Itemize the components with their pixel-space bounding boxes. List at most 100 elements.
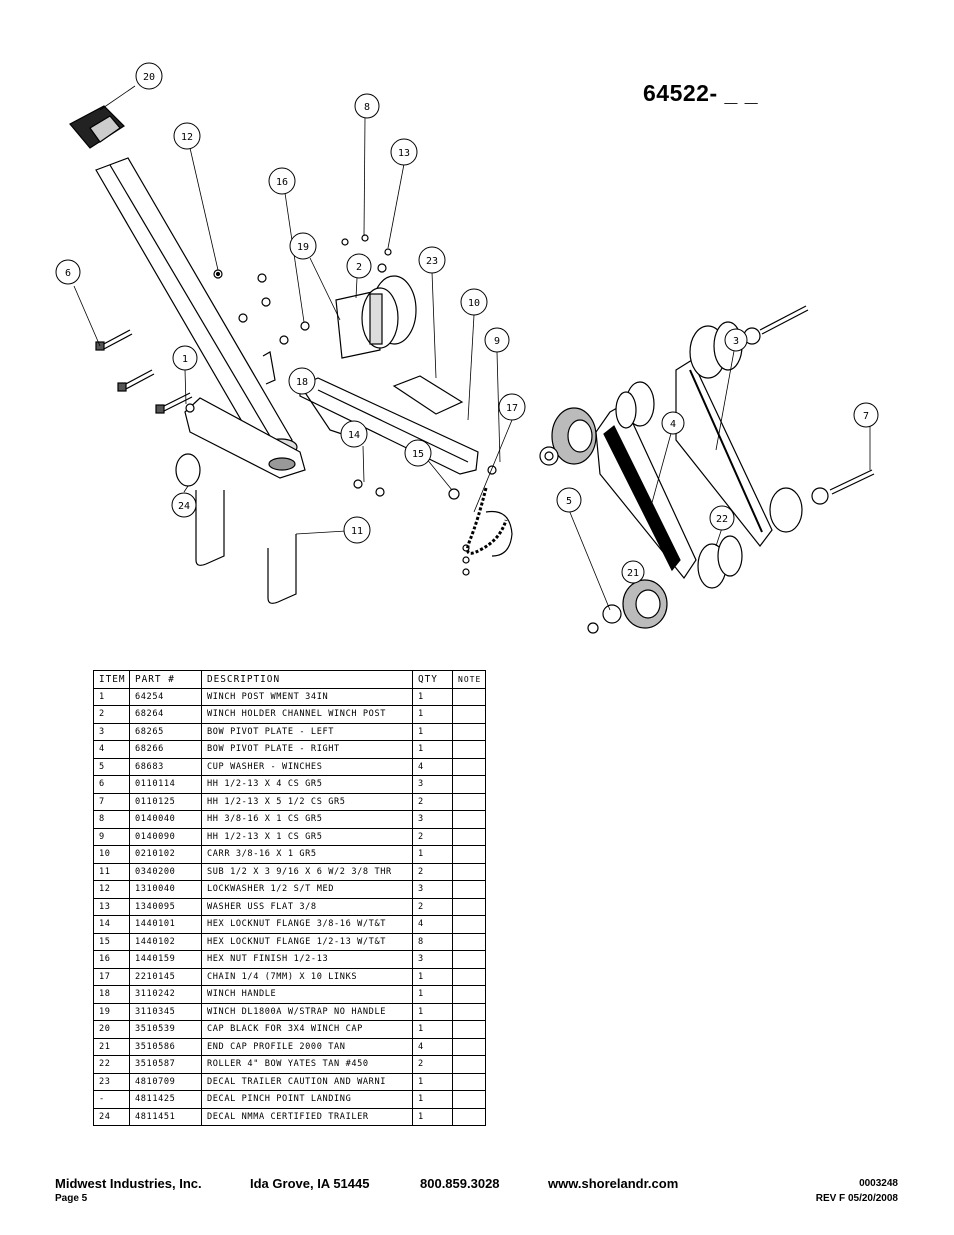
cell-qty: 3	[412, 810, 453, 829]
svg-text:5: 5	[566, 496, 572, 507]
cell-description: HH 1/2-13 X 4 CS GR5	[201, 775, 413, 794]
cell-description: WINCH POST WMENT 34IN	[201, 687, 413, 706]
cell-item: 13	[93, 897, 130, 916]
cell-description: LOCKWASHER 1/2 S/T MED	[201, 880, 413, 899]
leader-lines	[73, 85, 871, 611]
cell-description: WASHER USS FLAT 3/8	[201, 897, 413, 916]
cell-qty: 1	[412, 1020, 453, 1039]
header-item: ITEM	[93, 670, 130, 689]
callout-6: 6	[55, 259, 81, 285]
cell-item: 1	[93, 687, 130, 706]
cell-item: 3	[93, 722, 130, 741]
cell-note	[452, 897, 486, 916]
callout-14: 14	[340, 420, 368, 448]
svg-text:6: 6	[65, 268, 71, 279]
cell-description: HEX NUT FINISH 1/2-13	[201, 950, 413, 969]
cell-qty: 3	[412, 775, 453, 794]
cell-part-number: 0340200	[129, 862, 202, 881]
cell-description: DECAL PINCH POINT LANDING	[201, 1090, 413, 1109]
svg-text:4: 4	[670, 419, 676, 430]
callout-4: 4	[661, 411, 685, 435]
cell-qty: 1	[412, 1072, 453, 1091]
callout-15: 15	[404, 439, 432, 467]
footer-city: Ida Grove, IA 51445	[250, 1176, 370, 1191]
svg-text:23: 23	[426, 256, 438, 267]
cell-item: 23	[93, 1072, 130, 1091]
cell-part-number: 3110242	[129, 985, 202, 1004]
cell-qty: 1	[412, 705, 453, 724]
cell-item: 11	[93, 862, 130, 881]
cell-item: 15	[93, 932, 130, 951]
cell-item: 17	[93, 967, 130, 986]
cell-item: 20	[93, 1020, 130, 1039]
cell-item: 16	[93, 950, 130, 969]
svg-text:10: 10	[468, 298, 480, 309]
callout-7: 7	[853, 402, 879, 428]
header-description: DESCRIPTION	[201, 670, 413, 689]
cell-note	[452, 950, 486, 969]
callout-20: 20	[135, 62, 163, 90]
header-part-number: PART #	[129, 670, 202, 689]
svg-text:20: 20	[143, 72, 155, 83]
cell-item: 19	[93, 1002, 130, 1021]
cell-part-number: 4811451	[129, 1107, 202, 1126]
cell-part-number: 0210102	[129, 845, 202, 864]
cell-note	[452, 967, 486, 986]
callout-8: 8	[354, 93, 380, 119]
callout-2: 2	[346, 253, 372, 279]
cell-description: CARR 3/8-16 X 1 GR5	[201, 845, 413, 864]
cell-description: CAP BLACK FOR 3X4 WINCH CAP	[201, 1020, 413, 1039]
cell-part-number: 0140040	[129, 810, 202, 829]
svg-text:2: 2	[356, 262, 362, 273]
cell-qty: 4	[412, 915, 453, 934]
cell-note	[452, 845, 486, 864]
winch-cap-part	[69, 105, 125, 149]
cell-description: SUB 1/2 X 3 9/16 X 6 W/2 3/8 THR	[201, 862, 413, 881]
cell-description: CHAIN 1/4 (7MM) X 10 LINKS	[201, 967, 413, 986]
cell-note	[452, 932, 486, 951]
callout-12: 12	[173, 122, 201, 150]
cell-note	[452, 1002, 486, 1021]
callout-21: 21	[621, 560, 645, 584]
chain-part	[466, 487, 513, 557]
svg-text:15: 15	[412, 449, 424, 460]
footer-company: Midwest Industries, Inc.	[55, 1176, 202, 1191]
callout-9: 9	[484, 327, 510, 353]
cell-part-number: 1440159	[129, 950, 202, 969]
cell-part-number: 4810709	[129, 1072, 202, 1091]
cell-part-number: 1310040	[129, 880, 202, 899]
svg-text:19: 19	[297, 242, 309, 253]
cell-note	[452, 775, 486, 794]
cell-qty: 1	[412, 967, 453, 986]
cell-qty: 1	[412, 1090, 453, 1109]
cell-item: 6	[93, 775, 130, 794]
cell-part-number: 0140090	[129, 827, 202, 846]
cell-description: BOW PIVOT PLATE - RIGHT	[201, 740, 413, 759]
header-qty: QTY	[412, 670, 453, 689]
cell-item: 12	[93, 880, 130, 899]
cell-item: 14	[93, 915, 130, 934]
cell-qty: 1	[412, 722, 453, 741]
callout-10: 10	[460, 288, 488, 316]
cell-description: WINCH DL1800A W/STRAP NO HANDLE	[201, 1002, 413, 1021]
footer-revision: REV F 05/20/2008	[815, 1193, 898, 1204]
cell-qty: 4	[412, 757, 453, 776]
cell-description: DECAL TRAILER CAUTION AND WARNI	[201, 1072, 413, 1091]
callout-bubbles: 20 12 8 13 16 19 2 23 6 10 9 1 18 3 17 1…	[55, 62, 879, 584]
callout-1: 1	[172, 345, 198, 371]
callout-11: 11	[343, 516, 371, 544]
cell-note	[452, 722, 486, 741]
cell-note	[452, 862, 486, 881]
